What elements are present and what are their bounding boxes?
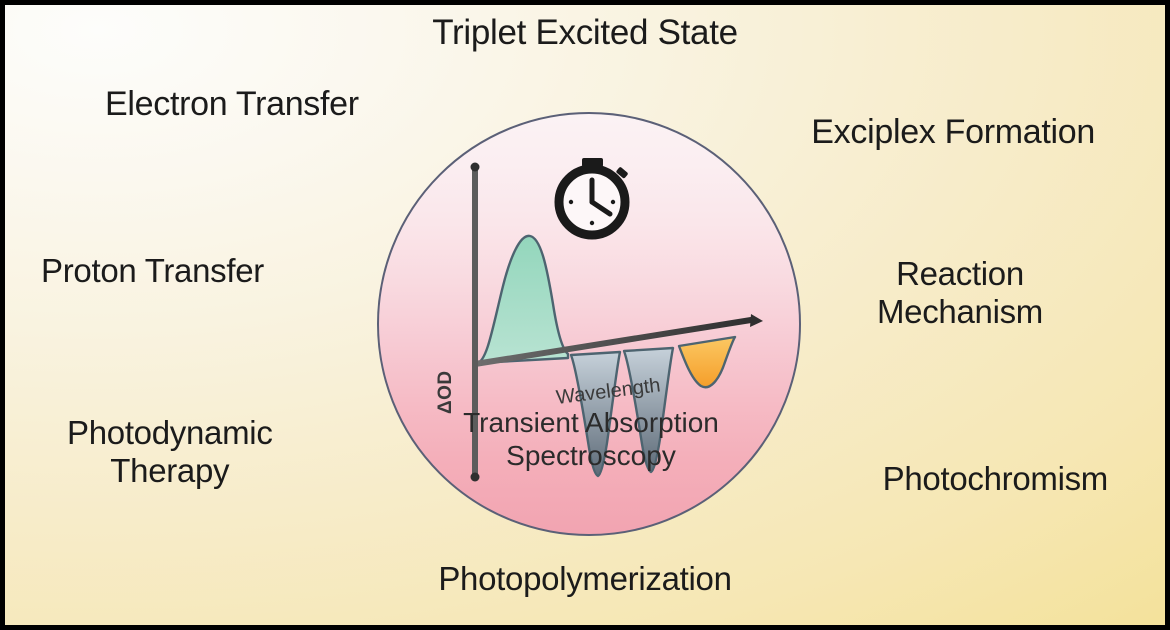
orbit-label-triplet-excited-state: Triplet Excited State [432, 13, 738, 52]
transient-absorption-spectrum-plot: ΔOD Wavelength [435, 158, 763, 482]
orbit-label-reaction-mechanism: Reaction Mechanism [876, 255, 1043, 331]
central-circle: ΔOD Wavelength Transient Absorption Spec… [377, 112, 801, 536]
orbit-label-photochromism: Photochromism [882, 460, 1109, 497]
y-axis [470, 162, 480, 482]
orbit-label-proton-transfer: Proton Transfer [41, 252, 264, 289]
orbit-label-electron-transfer: Electron Transfer [105, 85, 359, 123]
orbit-label-photopolymerization: Photopolymerization [438, 559, 732, 597]
x-axis [472, 314, 763, 367]
y-axis-label: ΔOD [435, 370, 456, 414]
circle-caption: Transient Absorption Spectroscopy [463, 407, 719, 472]
esa-band [475, 234, 570, 365]
orbit-label-exciplex-formation: Exciplex Formation [811, 113, 1095, 151]
stopwatch-icon [554, 158, 630, 240]
bleach-band-1 [569, 350, 622, 478]
bleach-band-2 [622, 346, 675, 474]
orbit-label-photodynamic-therapy: Photodynamic Therapy [67, 414, 273, 490]
stimulated-emission-band [677, 335, 737, 389]
